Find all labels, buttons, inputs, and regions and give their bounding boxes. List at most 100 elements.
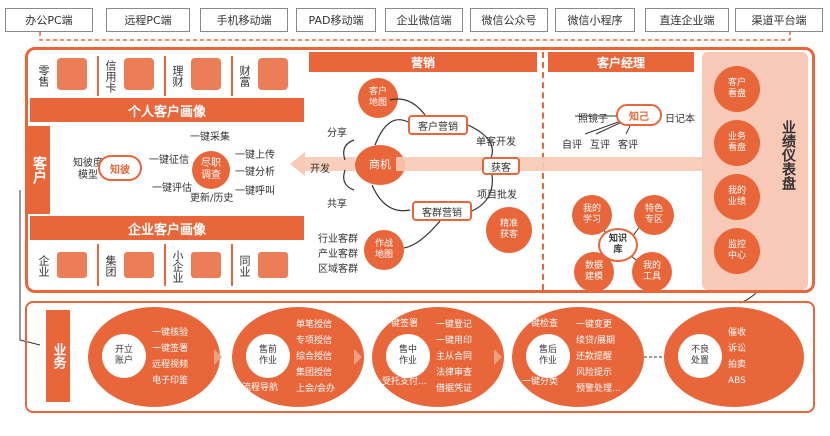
personal-cat-3: 财富 — [238, 65, 251, 87]
channel-2: 手机移动端 — [200, 8, 288, 32]
manager-title: 客户经理 — [548, 52, 694, 72]
groups-list: 行业客群 产业客群 区域客群 — [318, 232, 358, 277]
dashboard-item-1[interactable]: 业务 看盘 — [714, 120, 760, 166]
personal-cat-0: 零售 — [37, 65, 50, 87]
customer-marketing-box: 客户营销 — [408, 115, 468, 135]
collect-label: 一键采集 — [190, 132, 230, 143]
cat-sep — [164, 56, 166, 96]
stage-item: 一键核验 — [152, 328, 189, 338]
ent-cat-0: 企业 — [37, 255, 50, 277]
personal-cat-icon-2 — [191, 58, 221, 90]
stage-extra: 流程导航 — [242, 383, 279, 393]
personal-cat-1: 信用卡 — [104, 59, 117, 93]
stage-item: 远程视频 — [152, 360, 189, 370]
channel-6: 微信小程序 — [555, 8, 635, 32]
business-frame — [25, 301, 815, 413]
stage-name-1: 售前 作业 — [246, 334, 290, 378]
cat-sep — [97, 56, 99, 96]
cat-sep — [231, 56, 233, 96]
stage-extra-left: 一键检查 — [522, 319, 559, 329]
stage-item: 专项授信 — [296, 336, 333, 346]
stage-item: 一键变更 — [576, 320, 613, 330]
stage-item: 集团授信 — [296, 368, 333, 378]
personal-cat-icon-0 — [57, 58, 87, 90]
opportunity-bubble: 商机 — [355, 145, 405, 185]
channel-3: PAD移动端 — [296, 8, 376, 32]
dashboard-title: 业绩仪表盘 — [780, 120, 796, 190]
stage-item: 续贷/展期 — [576, 336, 616, 346]
building-icon — [124, 252, 154, 278]
stage-item: 拍卖 — [728, 360, 747, 370]
cat-sep — [231, 244, 233, 286]
stage-item: 电子印鉴 — [152, 376, 189, 386]
channel-7: 直连企业端 — [645, 8, 729, 32]
share-in-label: 共享 — [327, 199, 347, 210]
group-3: 区域客群 — [318, 264, 358, 275]
stage-item: 上会/会办 — [296, 384, 336, 394]
chevron-right-icon — [494, 349, 502, 365]
model-label: 知彼度 模型 — [73, 158, 103, 181]
my-study-bubble: 我的 学习 — [572, 195, 612, 235]
group-1: 行业客群 — [318, 234, 358, 245]
mutual-eval: 互评 — [590, 140, 610, 151]
personal-cat-icon-3 — [258, 58, 288, 90]
stage-name-2: 售中 作业 — [386, 334, 430, 378]
stage-item: 一键登记 — [436, 320, 473, 330]
ent-cat-1: 集团 — [104, 255, 117, 277]
cust-eval: 客评 — [618, 140, 638, 151]
channel-4: 企业微信端 — [385, 8, 463, 32]
customer-label: 客户 — [28, 126, 50, 214]
channel-1: 远程PC端 — [106, 8, 190, 32]
acquire-box: 获客 — [482, 157, 520, 175]
cat-sep — [97, 244, 99, 286]
upload-label: 一键上传 — [235, 150, 275, 161]
enterprise-portrait-title: 企业客户画像 — [30, 216, 304, 240]
credit-label: 一键征信 — [149, 155, 189, 166]
stage-name-3: 售后 作业 — [526, 334, 570, 378]
stage-item: 风险提示 — [576, 368, 613, 378]
mirror-label: 照镜子 — [578, 114, 608, 125]
stage-item: 一键签署 — [152, 344, 189, 354]
stage-item: 单笔授信 — [296, 320, 333, 330]
analyze-label: 一键分析 — [235, 167, 275, 178]
precise-bubble: 精准 获客 — [486, 207, 532, 253]
stage-item: 综合授信 — [296, 352, 333, 362]
building-icon — [191, 252, 221, 278]
develop-label: 开发 — [310, 164, 330, 175]
evaluate-label: 一键评估 — [152, 183, 192, 194]
stage-name-0: 开立 账户 — [102, 334, 146, 378]
battle-map-bubble: 作战 地图 — [364, 230, 404, 270]
share-out-label: 分享 — [327, 128, 347, 139]
stage-item: 法律审查 — [436, 368, 473, 378]
special-zone-bubble: 特色 专区 — [634, 195, 674, 235]
main-frame — [25, 47, 815, 293]
my-tools-bubble: 我的 工具 — [632, 252, 672, 292]
stage-extra-left: 一键分类 — [522, 377, 559, 387]
building-icon — [258, 252, 288, 278]
dashboard-item-2[interactable]: 我的 业绩 — [714, 174, 760, 220]
chevron-right-icon — [214, 349, 222, 365]
dashboard-item-3[interactable]: 监控 中心 — [714, 228, 760, 274]
update-label: 更新/历史 — [190, 193, 234, 204]
data-model-bubble: 数据 建模 — [574, 252, 614, 292]
stage-item: 催收 — [728, 328, 747, 338]
know-other: 知彼 — [98, 155, 142, 181]
group-marketing-box: 客群营销 — [412, 201, 472, 221]
stage-item: 主从合同 — [436, 352, 473, 362]
dashboard-item-0[interactable]: 客户 看盘 — [714, 66, 760, 112]
due-diligence-circle: 尽职 调查 — [192, 151, 230, 189]
channel-5: 微信公众号 — [470, 8, 548, 32]
project-dev-label: 项目批发 — [477, 190, 517, 201]
stage-item: 还款提醒 — [576, 352, 613, 362]
stage-item: 一键用印 — [436, 336, 473, 346]
self-eval: 自评 — [562, 140, 582, 151]
building-icon — [57, 252, 87, 278]
single-dev-label: 单客开发 — [476, 137, 516, 148]
stage-item: 预警处理... — [576, 384, 621, 394]
marketing-title: 营销 — [309, 52, 537, 72]
stage-name-4: 不良 处置 — [678, 334, 722, 378]
stage-extra-left: 一键签署 — [382, 319, 419, 329]
know-self: 知己 — [616, 104, 662, 126]
